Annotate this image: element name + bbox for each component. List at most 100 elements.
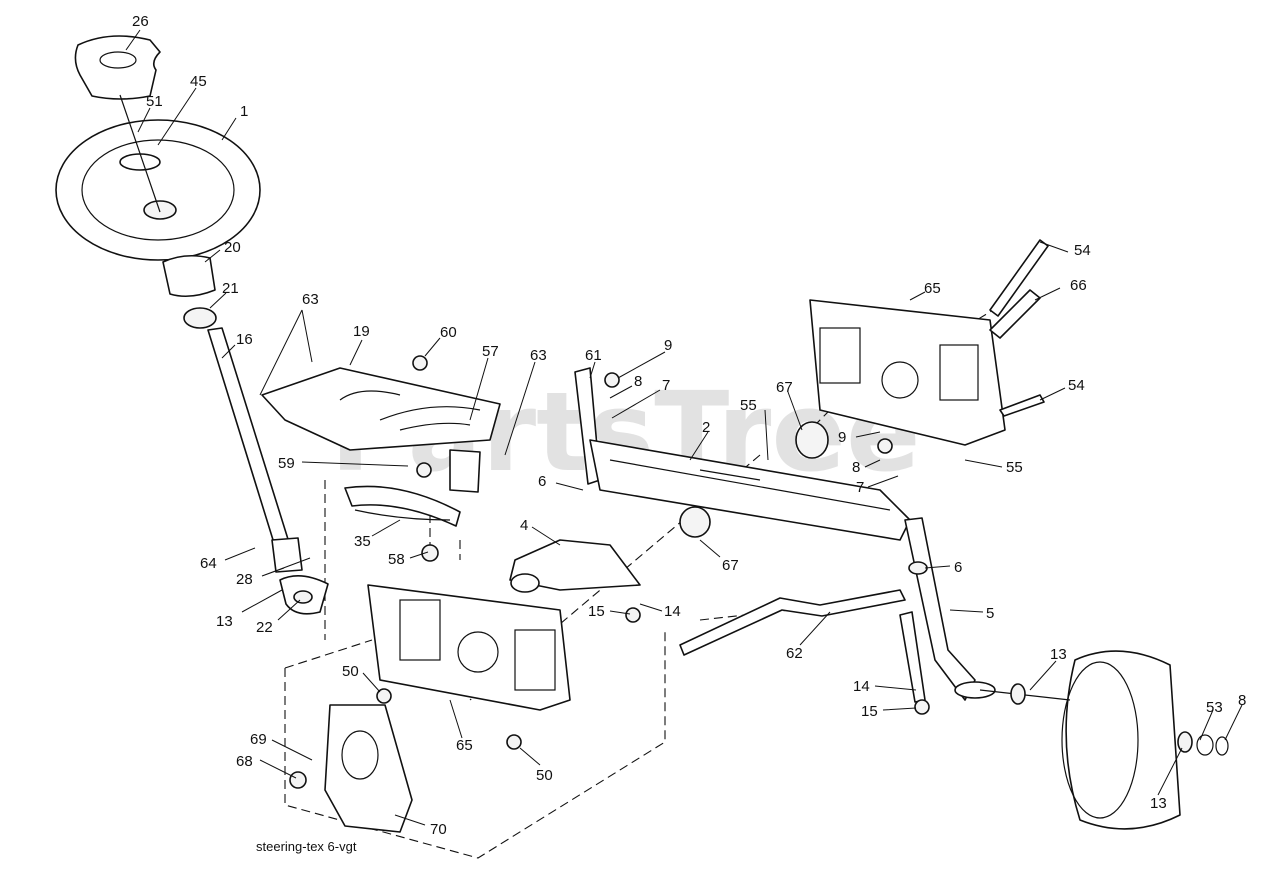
callout-60: 60	[440, 324, 457, 341]
callout-69: 69	[250, 731, 267, 748]
front-wheel-part	[1065, 650, 1181, 830]
bolt-head-part	[376, 688, 392, 704]
callout-54-b: 54	[1068, 377, 1085, 394]
bolt-part-3	[999, 394, 1045, 417]
plate-window	[939, 344, 979, 401]
callout-61: 61	[585, 347, 602, 364]
bracket-hole	[341, 730, 379, 780]
bracket-leg-part	[449, 449, 481, 493]
flange-bore	[293, 590, 313, 604]
bracket-slots	[339, 390, 481, 431]
nut-part-4	[625, 607, 641, 623]
steering-shaft-part	[207, 327, 293, 557]
plate-window	[514, 629, 556, 691]
callout-53: 53	[1206, 699, 1223, 716]
callout-1: 1	[240, 103, 248, 120]
callout-15-b: 15	[861, 703, 878, 720]
washer-part-2	[877, 438, 893, 454]
callout-16: 16	[236, 331, 253, 348]
callout-45: 45	[190, 73, 207, 90]
callout-63: 63	[302, 291, 319, 308]
axle-bushing-part-2	[679, 506, 711, 538]
callout-66: 66	[1070, 277, 1087, 294]
callout-55-b: 55	[1006, 459, 1023, 476]
callout-5: 5	[986, 605, 994, 622]
callout-8-c: 8	[1238, 692, 1246, 709]
tie-rod-part	[679, 589, 906, 656]
steering-wheel-part	[55, 119, 261, 261]
plate-window	[819, 327, 861, 384]
spindle-washer	[908, 561, 928, 575]
callout-57: 57	[482, 343, 499, 360]
bolt-part	[989, 239, 1049, 317]
callout-13-b: 13	[1050, 646, 1067, 663]
steering-wheel-inner	[81, 139, 235, 241]
callout-26: 26	[132, 13, 149, 30]
axle-detail	[609, 459, 891, 511]
wheel-rim	[1061, 661, 1139, 819]
plate-window	[399, 599, 441, 661]
callout-55: 55	[740, 397, 757, 414]
callout-6: 6	[538, 473, 546, 490]
callout-8: 8	[634, 373, 642, 390]
callout-62: 62	[786, 645, 803, 662]
axle-mount-plate-lower	[367, 584, 571, 711]
washer-part	[604, 372, 620, 388]
callout-59: 59	[278, 455, 295, 472]
callout-63-b: 63	[530, 347, 547, 364]
nut-part-3	[412, 355, 428, 371]
plate-hole	[881, 361, 919, 399]
nut-part	[421, 544, 439, 562]
callout-22: 22	[256, 619, 273, 636]
callout-13-c: 13	[1150, 795, 1167, 812]
callout-7-b: 7	[856, 479, 864, 496]
callout-67-b: 67	[722, 557, 739, 574]
callout-28: 28	[236, 571, 253, 588]
callout-15: 15	[588, 603, 605, 620]
nut-part-6	[289, 771, 307, 789]
sector-gear-part	[344, 485, 461, 527]
center-axis	[119, 94, 161, 213]
pivot-bracket-part	[509, 539, 641, 591]
callout-19: 19	[353, 323, 370, 340]
nut-part-2	[416, 462, 432, 478]
steering-hub	[143, 200, 177, 220]
axle-bushing-part	[795, 421, 829, 459]
gear-teeth	[354, 509, 451, 521]
callout-54: 54	[1074, 242, 1091, 259]
bolt-head-part-2	[506, 734, 522, 750]
pivot-end	[510, 573, 540, 593]
callout-35: 35	[354, 533, 371, 550]
callout-50: 50	[342, 663, 359, 680]
callout-9: 9	[664, 337, 672, 354]
callout-14: 14	[664, 603, 681, 620]
callout-51: 51	[146, 93, 163, 110]
callout-13: 13	[216, 613, 233, 630]
wheel-cap	[1215, 736, 1229, 756]
callout-4: 4	[520, 517, 528, 534]
callout-8-b: 8	[852, 459, 860, 476]
plate-hole	[457, 631, 499, 673]
front-axle-part	[589, 439, 911, 541]
wheel-clip	[1196, 734, 1214, 756]
callout-64: 64	[200, 555, 217, 572]
axle-mount-plate-upper	[809, 299, 1006, 446]
callout-14-b: 14	[853, 678, 870, 695]
wheel-washer	[1177, 731, 1193, 753]
callout-65: 65	[924, 280, 941, 297]
callout-2: 2	[702, 419, 710, 436]
leader-lines	[125, 29, 1243, 826]
callout-68: 68	[236, 753, 253, 770]
callout-58: 58	[388, 551, 405, 568]
steering-cap	[119, 153, 161, 171]
axle-washer	[1010, 683, 1026, 705]
spindle-hub	[954, 681, 996, 699]
callout-50-b: 50	[536, 767, 553, 784]
callout-21: 21	[222, 280, 239, 297]
column-nut-part	[183, 307, 217, 329]
nut-part-5	[914, 699, 930, 715]
callout-9-b: 9	[838, 429, 846, 446]
upper-bracket-part	[261, 367, 501, 451]
callout-70: 70	[430, 821, 447, 838]
